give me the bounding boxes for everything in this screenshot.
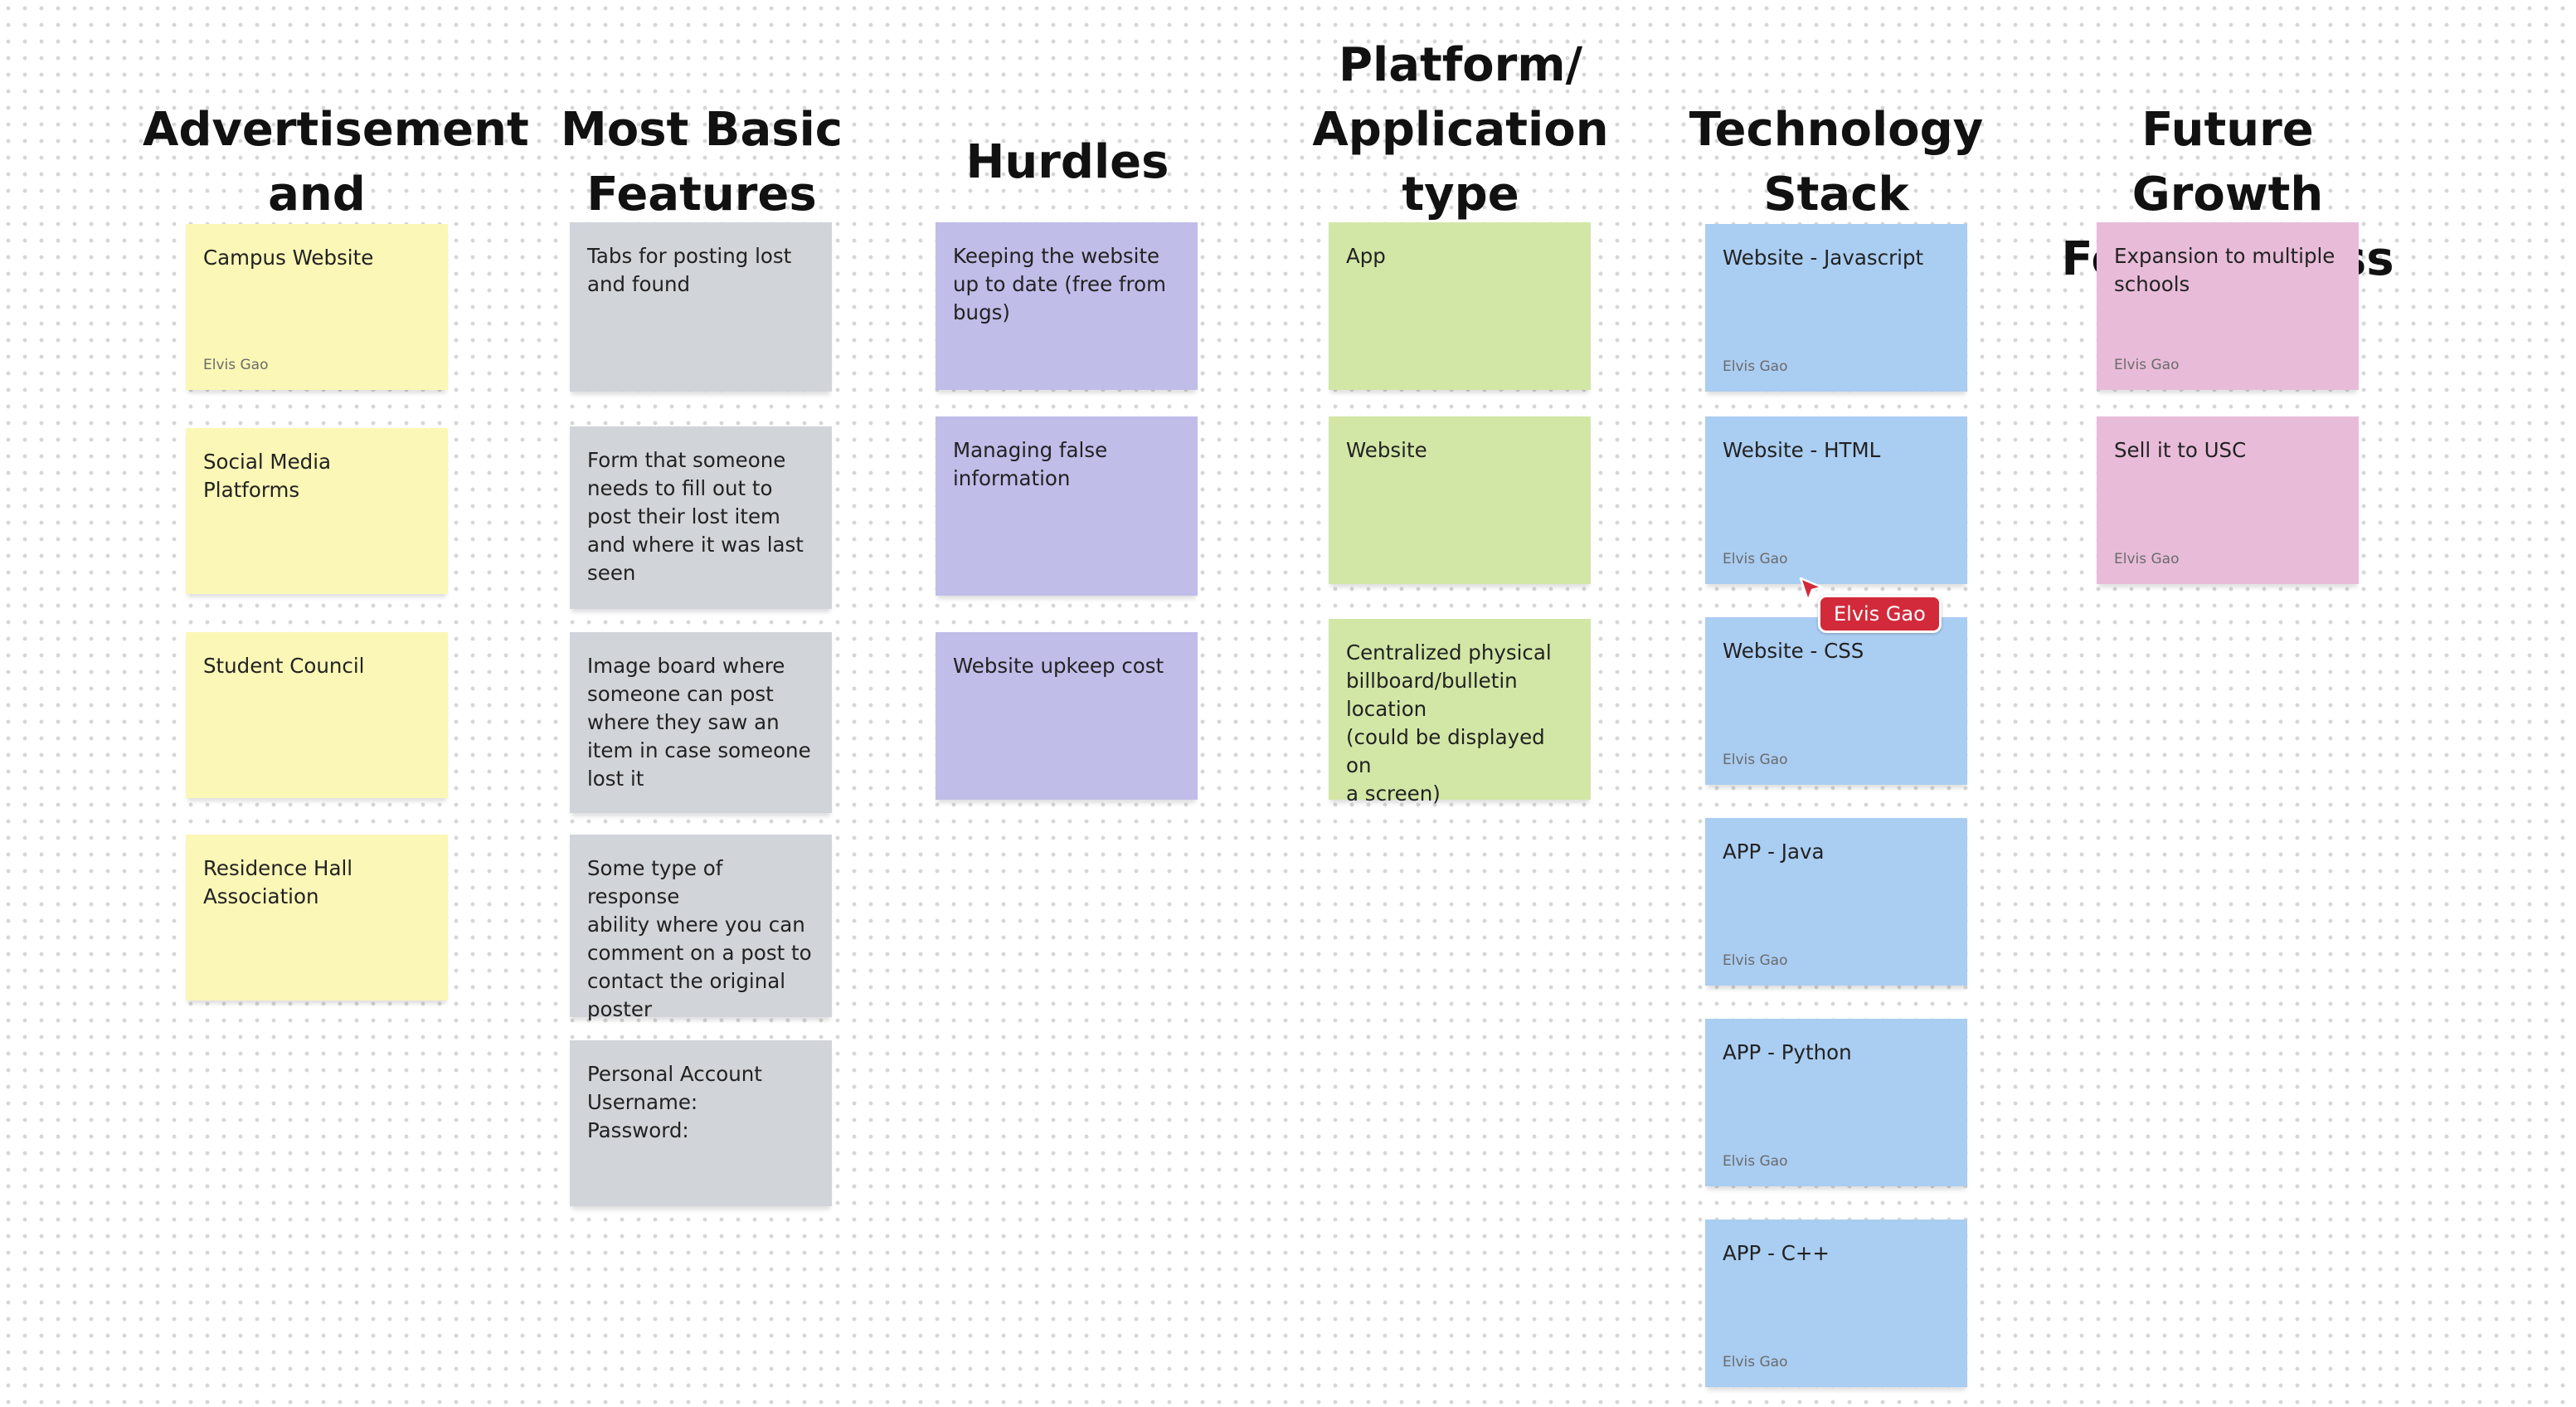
note-author: Elvis Gao — [203, 357, 269, 373]
sticky-note[interactable]: Residence Hall Association — [186, 835, 448, 1000]
sticky-note[interactable]: APP - Java Elvis Gao — [1705, 818, 1967, 986]
note-text: Website - Javascript — [1723, 246, 1924, 270]
sticky-note[interactable]: Keeping the website up to date (free fro… — [936, 222, 1198, 390]
note-text: Website - CSS — [1723, 639, 1864, 663]
sticky-note[interactable]: Sell it to USC Elvis Gao — [2097, 416, 2359, 584]
sticky-note[interactable]: Website upkeep cost — [936, 632, 1198, 800]
note-text: Expansion to multiple schools — [2114, 244, 2335, 296]
sticky-note[interactable]: APP - Python Elvis Gao — [1705, 1019, 1967, 1186]
note-author: Elvis Gao — [1723, 752, 1788, 768]
sticky-note[interactable]: Social Media Platforms — [186, 428, 448, 594]
note-text: Website — [1346, 438, 1427, 462]
sticky-note[interactable]: Website - CSS Elvis Gao — [1705, 617, 1967, 785]
note-text: Tabs for posting lost and found — [587, 244, 792, 296]
sticky-note[interactable]: Expansion to multiple schools Elvis Gao — [2097, 222, 2359, 390]
note-text: Residence Hall Association — [203, 856, 353, 908]
sticky-note[interactable]: Website - HTML Elvis Gao — [1705, 416, 1967, 584]
collaborator-cursor-label: Elvis Gao — [1818, 595, 1942, 633]
note-text: Form that someone needs to fill out to p… — [587, 448, 804, 585]
column-title-hurdles: Hurdles — [965, 135, 1169, 189]
collaborator-cursor-icon — [1799, 577, 1824, 602]
sticky-note[interactable]: Some type of response ability where you … — [570, 835, 832, 1021]
note-text: Student Council — [203, 654, 365, 678]
note-author: Elvis Gao — [1723, 1354, 1788, 1370]
note-author: Elvis Gao — [1723, 1153, 1788, 1170]
note-text: Campus Website — [203, 246, 374, 270]
note-text: Keeping the website up to date (free fro… — [953, 244, 1166, 324]
note-text: APP - Python — [1723, 1040, 1852, 1064]
sticky-note[interactable]: Tabs for posting lost and found — [570, 222, 832, 392]
note-text: Social Media Platforms — [203, 450, 332, 502]
note-author: Elvis Gao — [2114, 357, 2180, 373]
sticky-note[interactable]: Managing false information — [936, 416, 1198, 596]
note-text: APP - C++ — [1723, 1241, 1830, 1265]
note-text: Image board where someone can post where… — [587, 654, 811, 791]
sticky-note[interactable]: Image board where someone can post where… — [570, 632, 832, 813]
note-text: Some type of response ability where you … — [587, 856, 812, 1021]
note-author: Elvis Gao — [2114, 551, 2180, 567]
note-text: Sell it to USC — [2114, 438, 2247, 462]
note-text: Website upkeep cost — [953, 654, 1164, 678]
sticky-note[interactable]: APP - C++ Elvis Gao — [1705, 1220, 1967, 1387]
note-text: Centralized physical billboard/bulletin … — [1346, 640, 1552, 806]
note-text: Managing false information — [953, 438, 1108, 490]
column-title-features: Most Basic Features — [561, 103, 843, 222]
column-title-tech-stack: Technology Stack — [1689, 103, 1984, 222]
note-author: Elvis Gao — [1723, 551, 1788, 567]
note-author: Elvis Gao — [1723, 952, 1788, 969]
sticky-note[interactable]: Centralized physical billboard/bulletin … — [1329, 619, 1591, 806]
sticky-note[interactable]: Form that someone needs to fill out to p… — [570, 426, 832, 609]
note-text: App — [1346, 244, 1386, 268]
sticky-note[interactable]: Personal Account Username: Password: — [570, 1040, 832, 1206]
sticky-note[interactable]: Website - Javascript Elvis Gao — [1705, 224, 1967, 392]
note-author: Elvis Gao — [1723, 358, 1788, 375]
sticky-note[interactable]: Student Council — [186, 632, 448, 798]
sticky-note[interactable]: App — [1329, 222, 1591, 390]
column-title-platform: Platform/ Application type — [1312, 38, 1609, 222]
sticky-note[interactable]: Campus Website Elvis Gao — [186, 224, 448, 390]
note-text: APP - Java — [1723, 840, 1825, 864]
note-text: Personal Account Username: Password: — [587, 1062, 762, 1142]
sticky-note[interactable]: Website — [1329, 416, 1591, 584]
note-text: Website - HTML — [1723, 438, 1881, 462]
